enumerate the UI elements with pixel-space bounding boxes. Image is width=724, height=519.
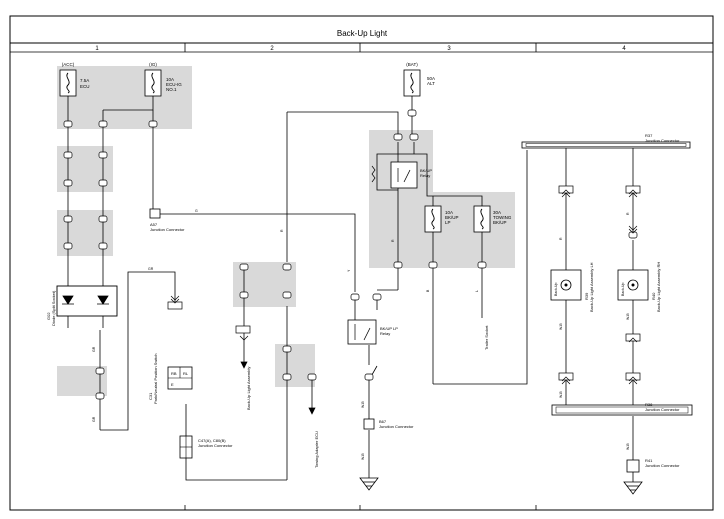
svg-text:C47(A), C80(B): C47(A), C80(B) — [198, 438, 226, 443]
svg-text:G02: G02 — [46, 312, 51, 320]
ref-backup-light-assembly: Back-Up Light Assembly — [246, 367, 251, 410]
svg-text:L: L — [475, 290, 479, 292]
svg-text:R: R — [559, 237, 563, 240]
svg-text:W-B: W-B — [559, 391, 563, 398]
svg-text:ALT: ALT — [427, 81, 435, 86]
svg-text:W-B: W-B — [361, 453, 365, 460]
svg-text:A57: A57 — [150, 222, 158, 227]
back-up-light-lh: Back-Up R39 Back-Up Light Assembly LH — [550, 262, 594, 312]
svg-text:B67: B67 — [379, 419, 387, 424]
svg-text:R38: R38 — [645, 402, 653, 407]
svg-text:Y: Y — [347, 269, 351, 272]
svg-text:ECU-IG: ECU-IG — [166, 82, 182, 87]
svg-text:(IG): (IG) — [149, 62, 157, 67]
svg-text:RB: RB — [171, 371, 177, 376]
svg-text:50A: 50A — [427, 76, 435, 81]
svg-text:BK/UP: BK/UP — [420, 168, 432, 173]
fuse-alt: (BAT) 50A ALT — [403, 62, 435, 97]
svg-text:Diode (Split Socket): Diode (Split Socket) — [51, 290, 56, 326]
wire-color-labels: GR G GR GR R R R R W-B W-B W-B W-B W-B W… — [92, 209, 630, 460]
svg-text:R40: R40 — [651, 292, 656, 300]
svg-text:W-B: W-B — [559, 323, 563, 330]
svg-text:R39: R39 — [584, 292, 589, 300]
c47-junction-connector: C47(A), C80(B) Junction Connector — [179, 435, 233, 459]
sheet-frame — [9, 15, 714, 511]
g02-diode: G02 Diode (Split Socket) — [46, 285, 118, 326]
svg-text:GR: GR — [92, 416, 96, 422]
svg-text:BK/UP LP: BK/UP LP — [380, 326, 398, 331]
fuse-ecu-ig: (IG) 10A ECU-IG NO.1 — [144, 62, 182, 97]
svg-text:Back-Up: Back-Up — [554, 283, 558, 296]
chevron-markers — [170, 189, 638, 415]
ref-trailer-socket: Trailer Socket — [484, 325, 489, 350]
svg-text:GR: GR — [148, 267, 154, 271]
c31-park-neutral-switch: RB RL E C31 Park/Neutral Position Switch — [148, 354, 193, 404]
svg-text:NO.1: NO.1 — [166, 87, 177, 92]
svg-text:(BAT): (BAT) — [406, 62, 418, 67]
svg-text:Junction Connector: Junction Connector — [645, 463, 680, 468]
svg-text:B: B — [426, 289, 430, 292]
column-header-row: 1 2 3 4 — [95, 43, 626, 510]
svg-text:LP: LP — [445, 220, 451, 225]
svg-text:7.5A: 7.5A — [80, 78, 89, 83]
svg-text:E: E — [171, 382, 174, 387]
svg-text:GR: GR — [92, 346, 96, 352]
svg-text:(ACC): (ACC) — [62, 62, 75, 67]
a57-junction-connector: A57 Junction Connector — [149, 208, 185, 232]
svg-text:TOWING: TOWING — [493, 215, 512, 220]
svg-text:R41: R41 — [645, 458, 653, 463]
towing-relay: BK/UP LP Relay — [347, 319, 398, 345]
fuse-towing-bkup: 30A TOWING BK/UP — [473, 205, 512, 233]
back-up-light-rh: Back-Up R40 Back-Up Light Assembly RH — [617, 262, 661, 312]
svg-text:Park/Neutral Position Switch: Park/Neutral Position Switch — [153, 354, 158, 404]
svg-text:ECU: ECU — [80, 84, 90, 89]
svg-text:W-B: W-B — [626, 313, 630, 320]
column-3-label: 3 — [447, 46, 451, 52]
svg-text:Back-Up Light Assembly LH: Back-Up Light Assembly LH — [589, 262, 594, 312]
svg-text:10A: 10A — [166, 77, 174, 82]
connector-tags — [167, 185, 641, 381]
svg-text:BK/UP: BK/UP — [445, 215, 459, 220]
svg-text:Junction Connector: Junction Connector — [198, 443, 233, 448]
svg-text:Junction Connector: Junction Connector — [645, 407, 680, 412]
b67-junction-connector: B67 Junction Connector — [363, 418, 414, 430]
svg-text:R: R — [391, 239, 395, 242]
svg-text:Junction Connector: Junction Connector — [150, 227, 185, 232]
svg-text:R37: R37 — [645, 133, 653, 138]
svg-text:Relay: Relay — [380, 331, 390, 336]
r38-junction-connector: R38 Junction Connector — [551, 402, 693, 416]
column-4-label: 4 — [622, 46, 626, 52]
ground-symbol-b67 — [359, 477, 379, 491]
svg-text:Back-Up Light Assembly RH: Back-Up Light Assembly RH — [656, 262, 661, 312]
svg-text:Junction Connector: Junction Connector — [645, 138, 680, 143]
svg-text:G: G — [195, 209, 198, 213]
r41-junction-connector: R41 Junction Connector — [626, 458, 680, 473]
wire-traces — [67, 96, 634, 482]
svg-text:C31: C31 — [148, 392, 153, 400]
r37-junction-connector: R37 Junction Connector — [521, 133, 691, 149]
svg-text:Relay: Relay — [420, 173, 430, 178]
ground-symbol-r41 — [623, 481, 643, 495]
svg-text:RL: RL — [183, 371, 189, 376]
column-1-label: 1 — [95, 46, 99, 52]
diagram-title: Back-Up Light — [337, 29, 388, 38]
svg-text:Junction Connector: Junction Connector — [379, 424, 414, 429]
svg-text:W-B: W-B — [361, 401, 365, 408]
svg-text:R: R — [626, 212, 630, 215]
ref-towing-adapter-ecu: Towing Adapter ECU — [314, 431, 319, 468]
svg-text:BK/UP: BK/UP — [493, 220, 507, 225]
column-2-label: 2 — [270, 46, 274, 52]
reference-labels: Back-Up Light Assembly Towing Adapter EC… — [246, 325, 489, 468]
bkup-relay: BK/UP Relay — [371, 161, 432, 189]
svg-text:R: R — [280, 229, 284, 232]
svg-text:W-B: W-B — [626, 443, 630, 450]
connector-pins — [63, 109, 638, 400]
svg-text:30A: 30A — [493, 210, 501, 215]
svg-text:10A: 10A — [445, 210, 453, 215]
svg-text:Back-Up: Back-Up — [621, 283, 625, 296]
